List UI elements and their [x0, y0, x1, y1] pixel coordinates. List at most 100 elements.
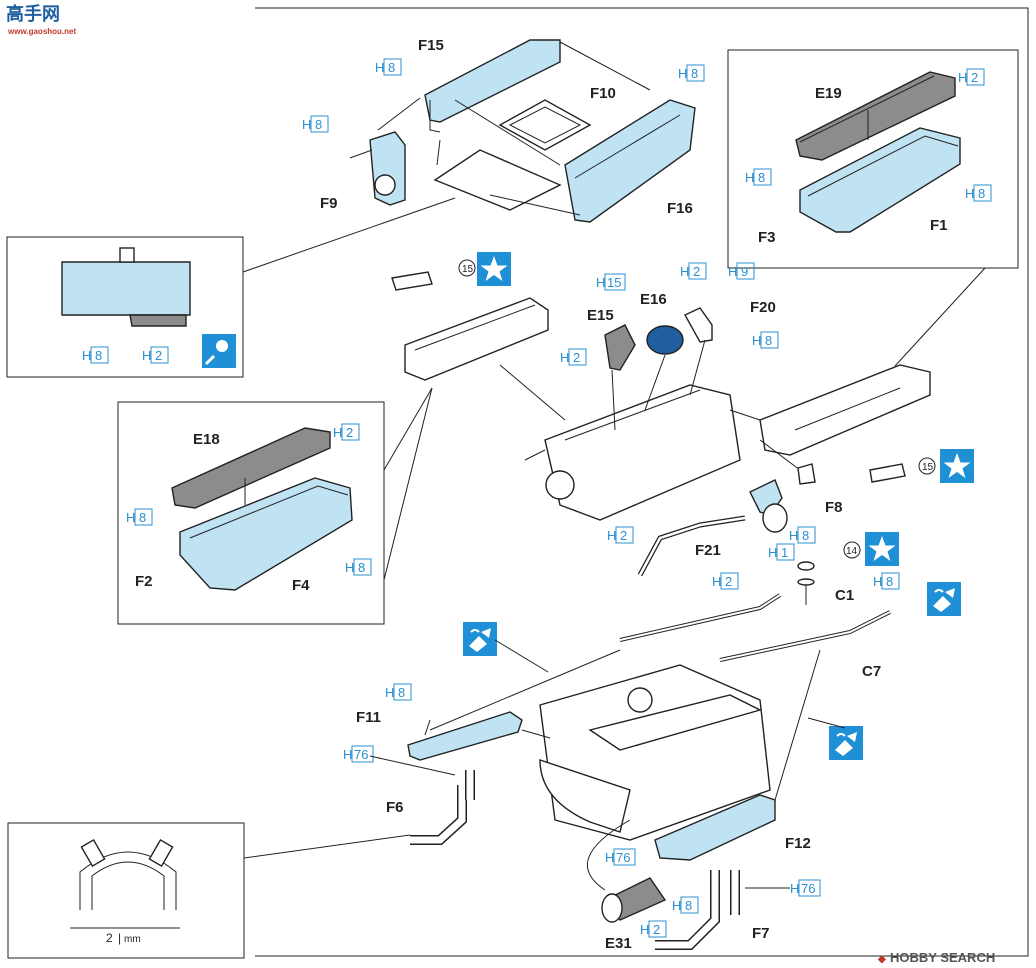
decal-14: 14 — [797, 532, 899, 571]
color-callout-f11-h8: H 8 — [385, 683, 412, 701]
watermark-logo: 高手网 www.gaoshou.net — [6, 3, 76, 36]
svg-text:H: H — [752, 333, 761, 348]
svg-text:76: 76 — [801, 881, 815, 896]
color-callout-e18-h2: H 2 — [333, 423, 360, 441]
color-callout-f16-h8: H 8 — [678, 64, 705, 82]
label-c1: C1 — [835, 587, 854, 604]
color-callout-f1-h8: H 8 — [965, 184, 992, 202]
cement-icon — [202, 334, 236, 368]
part-cylinder-head-inset — [61, 247, 191, 327]
part-f2-f4 — [179, 477, 353, 591]
part-engine-block-middle — [524, 384, 741, 521]
part-f6 — [410, 770, 475, 845]
svg-text:◆: ◆ — [877, 954, 886, 965]
part-c7 — [619, 593, 891, 662]
svg-text:8: 8 — [139, 510, 146, 525]
color-callout-e31-h2: H 2 — [640, 920, 667, 938]
part-cam-cover-right — [759, 364, 931, 456]
svg-text:8: 8 — [358, 560, 365, 575]
svg-text:2: 2 — [693, 264, 700, 279]
svg-text:76: 76 — [616, 850, 630, 865]
color-callout-e16-h15: H 15 — [596, 273, 626, 291]
base-plate — [433, 149, 562, 211]
label-f15: F15 — [418, 37, 444, 54]
label-f3: F3 — [758, 229, 776, 246]
color-callout-e16-h2: H 2 — [680, 262, 707, 280]
svg-text:H: H — [607, 528, 616, 543]
brush-paint-icon — [462, 621, 498, 657]
svg-text:H: H — [672, 898, 681, 913]
color-callout-dist-h1: H 1 — [768, 543, 795, 561]
part-f10 — [498, 99, 592, 151]
star-decal-icon — [477, 252, 511, 286]
color-callout-f20-h9: H 9 — [728, 262, 755, 280]
part-engine-assembly-bottom — [539, 664, 771, 841]
svg-text:H: H — [873, 574, 882, 589]
color-callout-e19-h2: H 2 — [958, 68, 985, 86]
svg-text:H: H — [640, 922, 649, 937]
svg-text:H: H — [728, 264, 737, 279]
color-callout-f11-h76: H 76 — [343, 745, 374, 763]
color-callout-inset-h2: H 2 — [142, 346, 169, 364]
svg-text:H: H — [745, 170, 754, 185]
label-f9: F9 — [320, 195, 338, 212]
svg-text:2: 2 — [573, 350, 580, 365]
svg-text:H: H — [560, 350, 569, 365]
svg-text:8: 8 — [388, 60, 395, 75]
part-e19 — [795, 71, 956, 161]
color-callout-f12-h76: H 76 — [605, 848, 636, 866]
svg-text:15: 15 — [922, 462, 934, 473]
label-c7: C7 — [862, 663, 881, 680]
color-callout-f7-h76: H 76 — [790, 879, 821, 897]
label-e18: E18 — [193, 431, 220, 448]
label-e16: E16 — [640, 291, 667, 308]
part-f11 — [407, 711, 523, 761]
part-e18 — [171, 427, 331, 509]
color-callout-c1-h8: H 8 — [873, 572, 900, 590]
part-c1 — [797, 578, 815, 605]
dimension-callout: 2 | mm — [70, 927, 180, 945]
svg-text:H: H — [768, 545, 777, 560]
svg-text:2: 2 — [725, 574, 732, 589]
svg-text:H: H — [678, 66, 687, 81]
inset-panel-left-bottom — [7, 822, 245, 959]
svg-text:8: 8 — [95, 348, 102, 363]
svg-text:2: 2 — [653, 922, 660, 937]
label-f10: F10 — [590, 85, 616, 102]
color-callout-f8-h8: H 8 — [789, 526, 816, 544]
svg-text:8: 8 — [978, 186, 985, 201]
part-f12 — [654, 794, 776, 861]
decal-15-upper: 15 — [391, 252, 511, 291]
svg-text:8: 8 — [691, 66, 698, 81]
label-e19: E19 — [815, 85, 842, 102]
svg-text:H: H — [596, 275, 605, 290]
svg-text:76: 76 — [354, 747, 368, 762]
color-callout-f4-h8: H 8 — [345, 558, 372, 576]
svg-text:9: 9 — [741, 264, 748, 279]
svg-text:H: H — [790, 881, 799, 896]
label-f7: F7 — [752, 925, 770, 942]
svg-text:15: 15 — [462, 264, 474, 275]
svg-text:|: | — [118, 931, 121, 945]
label-e31: E31 — [605, 935, 632, 952]
color-callout-f21-h2: H 2 — [607, 526, 634, 544]
color-callout-f12-h8: H 8 — [672, 896, 699, 914]
part-f21 — [637, 515, 746, 577]
svg-text:H: H — [82, 348, 91, 363]
svg-text:8: 8 — [758, 170, 765, 185]
label-f20: F20 — [750, 299, 776, 316]
label-f11: F11 — [356, 709, 381, 726]
part-f16 — [564, 99, 696, 223]
color-callout-inset-h8: H 8 — [82, 346, 109, 364]
color-callout-e15-h2: H 2 — [560, 348, 587, 366]
part-e16 — [646, 325, 684, 355]
svg-text:2: 2 — [155, 348, 162, 363]
svg-text:H: H — [302, 117, 311, 132]
brush-paint-icon — [828, 725, 864, 761]
watermark-url: www.gaoshou.net — [7, 27, 76, 36]
label-f16: F16 — [667, 200, 693, 217]
part-distributor — [749, 479, 788, 533]
color-callout-f2-h8: H 8 — [126, 508, 153, 526]
svg-text:8: 8 — [685, 898, 692, 913]
part-f8 — [797, 463, 816, 485]
